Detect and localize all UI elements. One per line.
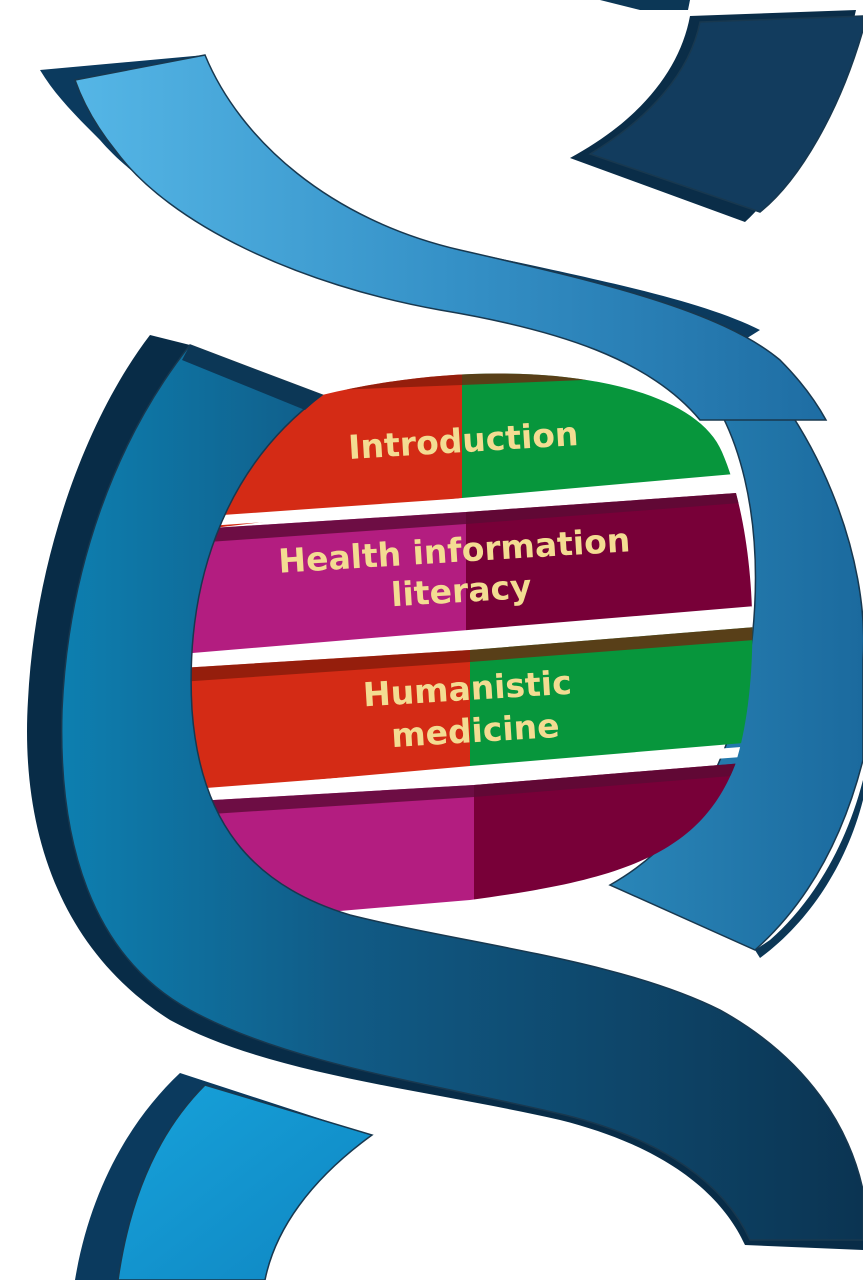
helix-strand-bottom-left xyxy=(75,1073,374,1280)
top-title-fragment xyxy=(600,0,690,10)
helix-strand-right xyxy=(608,328,863,958)
rung-2-label-line-2: literacy xyxy=(390,567,533,614)
rung-2 xyxy=(185,490,753,658)
helix-strand-top-right xyxy=(570,10,863,222)
rungs xyxy=(185,373,753,912)
helix-strand-top xyxy=(40,54,828,421)
rung-3 xyxy=(185,625,753,792)
helix-strand-middle xyxy=(27,335,863,1250)
